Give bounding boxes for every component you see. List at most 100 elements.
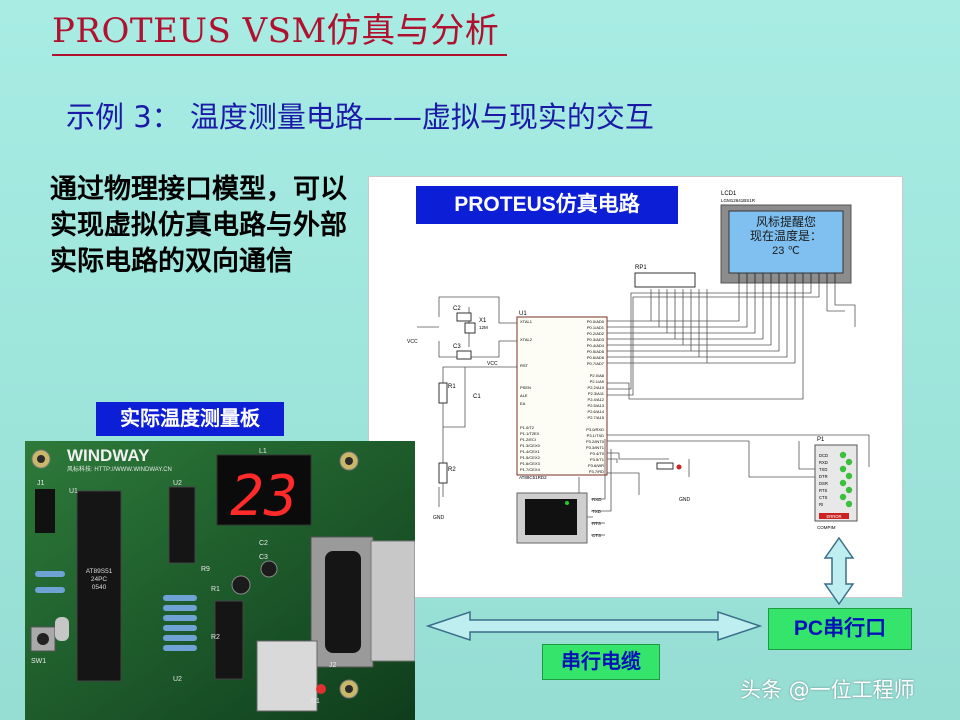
board-drawing: WINDWAY 风标科技: HTTP://WWW.WINDWAY.CN 23 A… xyxy=(25,441,415,720)
svg-text:U2: U2 xyxy=(173,480,182,487)
svg-text:P1.2/ECI: P1.2/ECI xyxy=(520,437,536,442)
svg-text:ALE: ALE xyxy=(520,393,528,398)
svg-text:RI: RI xyxy=(819,502,823,507)
svg-text:C2: C2 xyxy=(259,540,268,547)
svg-text:R9: R9 xyxy=(201,566,210,573)
svg-text:R1: R1 xyxy=(211,586,220,593)
svg-text:XTAL2: XTAL2 xyxy=(520,337,533,342)
vcc-label-2: VCC xyxy=(487,361,498,367)
svg-text:J1: J1 xyxy=(37,480,45,487)
c3-ref: C3 xyxy=(453,344,461,350)
svg-text:P0.0/AD0: P0.0/AD0 xyxy=(587,319,605,324)
db9-body xyxy=(814,444,858,522)
mcu-model: AT89C51RD2 xyxy=(519,475,547,480)
svg-text:P2.1/A9: P2.1/A9 xyxy=(590,379,605,384)
proteus-schematic-panel: LCD1 LGM12641BS1R 风标提醒您 现在温度是： 23 ℃ RP1 xyxy=(368,176,903,598)
mcu-ref: U1 xyxy=(519,311,527,317)
x1-ref: X1 xyxy=(479,318,487,324)
r2-symbol xyxy=(438,462,448,484)
mcu-chip xyxy=(76,490,122,682)
svg-text:DSR: DSR xyxy=(819,481,828,486)
ic-lower xyxy=(214,600,244,680)
silkscreen-refs: J1 U1 U2 L1 C2 C3 R9 J2 SW1 U2 D1 R1 R2 xyxy=(31,448,337,705)
seven-segment-display xyxy=(216,454,312,526)
svg-text:R2: R2 xyxy=(211,634,220,641)
pushbutton-symbol xyxy=(656,462,674,470)
chip-label-3: 0540 xyxy=(92,584,107,591)
svg-text:P0.3/AD3: P0.3/AD3 xyxy=(587,337,605,342)
p1-ref: P1 xyxy=(817,437,825,443)
crystal xyxy=(55,617,69,641)
lcd-line-1: 风标提醒您 xyxy=(756,214,816,229)
lcd-screen xyxy=(728,210,844,274)
pc-serial-port-label: PC串行口 xyxy=(768,608,912,650)
chip-label-1: AT89S51 xyxy=(86,568,113,575)
svg-text:C3: C3 xyxy=(259,554,268,561)
svg-text:L1: L1 xyxy=(259,448,267,455)
svg-text:P2.6/A14: P2.6/A14 xyxy=(588,409,605,414)
electrolytic-cap-2 xyxy=(260,560,278,578)
svg-text:P0.1/AD1: P0.1/AD1 xyxy=(587,325,605,330)
data-bus-lines xyxy=(607,283,856,400)
c3-symbol xyxy=(456,350,472,360)
svg-text:SW1: SW1 xyxy=(31,658,46,665)
svg-text:P0.2/AD2: P0.2/AD2 xyxy=(587,331,605,336)
db9-pin-labels: DCD RXD TXD DTR DSR RTS CTS RI xyxy=(819,453,828,507)
seven-segment-value: 23 xyxy=(230,464,297,529)
svg-text:U1: U1 xyxy=(69,488,78,495)
db9-error-indicator xyxy=(819,513,849,519)
mcu-body xyxy=(516,316,608,476)
chip-label-2: 24PC xyxy=(91,576,108,583)
example-subtitle: 示例 3： 温度测量电路——虚拟与现实的交互 xyxy=(66,100,654,134)
svg-text:P3.6/WR: P3.6/WR xyxy=(588,463,604,468)
lcd-line-3: 23 ℃ xyxy=(772,245,800,257)
virtual-terminal-led xyxy=(565,501,569,505)
gnd-label-1: GND xyxy=(433,515,445,521)
svg-text:P2.7/A15: P2.7/A15 xyxy=(588,415,605,420)
svg-text:RXD: RXD xyxy=(819,460,828,465)
lcd-line-2: 现在温度是： xyxy=(750,228,822,243)
svg-text:P1.0/T2: P1.0/T2 xyxy=(520,425,535,430)
svg-text:RTS: RTS xyxy=(819,488,828,493)
svg-text:P3.1/TXD: P3.1/TXD xyxy=(587,433,604,438)
x1-value: 12M xyxy=(479,325,488,330)
svg-text:D1: D1 xyxy=(311,698,320,705)
svg-text:P1.4/CEX1: P1.4/CEX1 xyxy=(520,449,541,454)
virtual-terminal-pins: RXD TXD RTS CTS xyxy=(592,497,602,538)
svg-text:P1.6/CEX3: P1.6/CEX3 xyxy=(520,461,541,466)
real-board-label: 实际温度测量板 xyxy=(96,402,284,436)
led-d1 xyxy=(316,684,326,694)
led-symbol xyxy=(676,464,682,470)
svg-text:P0.5/AD5: P0.5/AD5 xyxy=(587,349,605,354)
svg-text:P1.7/CEX4: P1.7/CEX4 xyxy=(520,467,541,472)
svg-text:P3.0/RXD: P3.0/RXD xyxy=(586,427,604,432)
page-title: PROTEUS VSM仿真与分析 xyxy=(52,8,507,56)
gnd-label-2: GND xyxy=(679,497,691,503)
c2-ref: C2 xyxy=(453,306,461,312)
vcc-label: VCC xyxy=(407,339,418,345)
p1-model: COMPIM xyxy=(817,525,836,530)
lcd-ref-text: LCD1 xyxy=(721,191,737,197)
c1-ref: C1 xyxy=(473,394,481,400)
usb-connector xyxy=(256,640,318,712)
svg-text:DTR: DTR xyxy=(819,474,828,479)
rp1-ref: RP1 xyxy=(635,265,647,271)
mcu-left-pin-labels: XTAL1 XTAL2 RST PSEN ALE EA P1.0/T2 P1.1… xyxy=(520,319,541,472)
lcd-pins xyxy=(738,273,836,283)
r1-symbol xyxy=(438,382,448,404)
ic-u2 xyxy=(168,486,196,564)
x1-symbol xyxy=(464,322,476,334)
schematic-drawing: LCD1 LGM12641BS1R 风标提醒您 现在温度是： 23 ℃ RP1 xyxy=(407,191,870,544)
svg-text:TXD: TXD xyxy=(819,467,827,472)
db9-pin-dots xyxy=(839,451,853,508)
svg-text:P3.7/RD: P3.7/RD xyxy=(589,469,604,474)
svg-text:XTAL1: XTAL1 xyxy=(520,319,533,324)
terminal-wires xyxy=(591,439,815,536)
board-brand: WINDWAY xyxy=(67,446,150,465)
board-brand-sub: 风标科技: HTTP://WWW.WINDWAY.CN xyxy=(67,465,172,473)
description-text: 通过物理接口模型，可以实现虚拟仿真电路与外部实际电路的双向通信 xyxy=(50,174,347,277)
electrolytic-cap-1 xyxy=(231,575,251,595)
serial-plug xyxy=(370,540,415,662)
svg-text:U2: U2 xyxy=(173,676,182,683)
r2-ref: R2 xyxy=(448,467,456,473)
